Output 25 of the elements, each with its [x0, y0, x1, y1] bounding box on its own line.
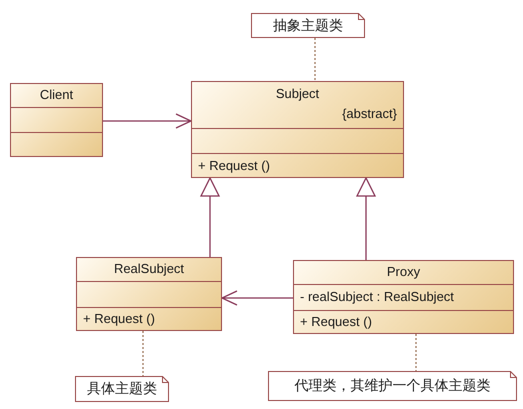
note-text: 具体主题类	[87, 380, 157, 398]
association-arrow	[221, 290, 293, 306]
class-name: Proxy	[386, 264, 420, 280]
stereotype-label: {abstract}	[342, 106, 397, 122]
class-name: Client	[40, 87, 74, 103]
operation-text: + Request ()	[83, 311, 155, 327]
operation-text: + Request ()	[300, 314, 372, 330]
class-box	[76, 257, 222, 331]
class-name: RealSubject	[114, 261, 184, 277]
operation-text: + Request ()	[198, 158, 270, 174]
association-arrow	[103, 113, 192, 129]
note-box	[268, 371, 517, 401]
inheritance-arrow	[356, 177, 376, 260]
class-box	[10, 83, 103, 157]
note-text: 代理类，其维护一个具体主题类	[294, 377, 490, 395]
class-box	[293, 260, 514, 334]
class-box	[191, 81, 404, 178]
note-connector	[142, 330, 144, 376]
inheritance-arrow	[200, 177, 220, 257]
note-box	[75, 376, 169, 402]
note-connector	[314, 38, 316, 82]
attribute-text: - realSubject : RealSubject	[300, 289, 454, 305]
class-name: Subject	[276, 86, 320, 102]
note-text: 抽象主题类	[273, 17, 343, 35]
note-box	[251, 13, 365, 38]
